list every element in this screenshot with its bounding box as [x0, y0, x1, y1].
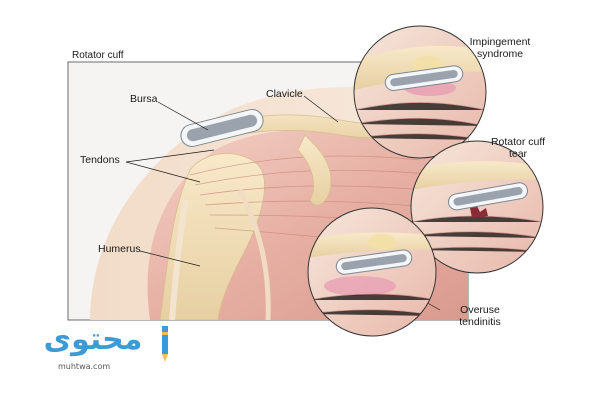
label-clavicle: Clavicle: [266, 88, 303, 100]
label-overuse-line1: Overuse: [440, 304, 520, 316]
logo-wordmark: محتوى: [28, 322, 158, 358]
label-overuse-tendinitis: Overuse tendinitis: [440, 304, 520, 328]
pencil-icon: [160, 326, 170, 364]
label-tear-line2: tear: [478, 148, 558, 160]
diagram-title: Rotator cuff: [72, 50, 124, 62]
site-logo: محتوى muhtwa.com: [28, 322, 168, 378]
label-overuse-line2: tendinitis: [440, 316, 520, 328]
label-humerus: Humerus: [98, 243, 141, 255]
label-impingement-syndrome: Impingement syndrome: [455, 36, 545, 60]
label-bursa: Bursa: [130, 93, 157, 105]
label-tendons: Tendons: [80, 154, 120, 166]
label-impingement-line1: Impingement: [455, 36, 545, 48]
label-impingement-line2: syndrome: [455, 48, 545, 60]
logo-url: muhtwa.com: [58, 362, 110, 371]
tendinitis-inset: [308, 208, 436, 336]
label-rotator-cuff-tear: Rotator cuff tear: [478, 136, 558, 160]
label-tear-line1: Rotator cuff: [478, 136, 558, 148]
